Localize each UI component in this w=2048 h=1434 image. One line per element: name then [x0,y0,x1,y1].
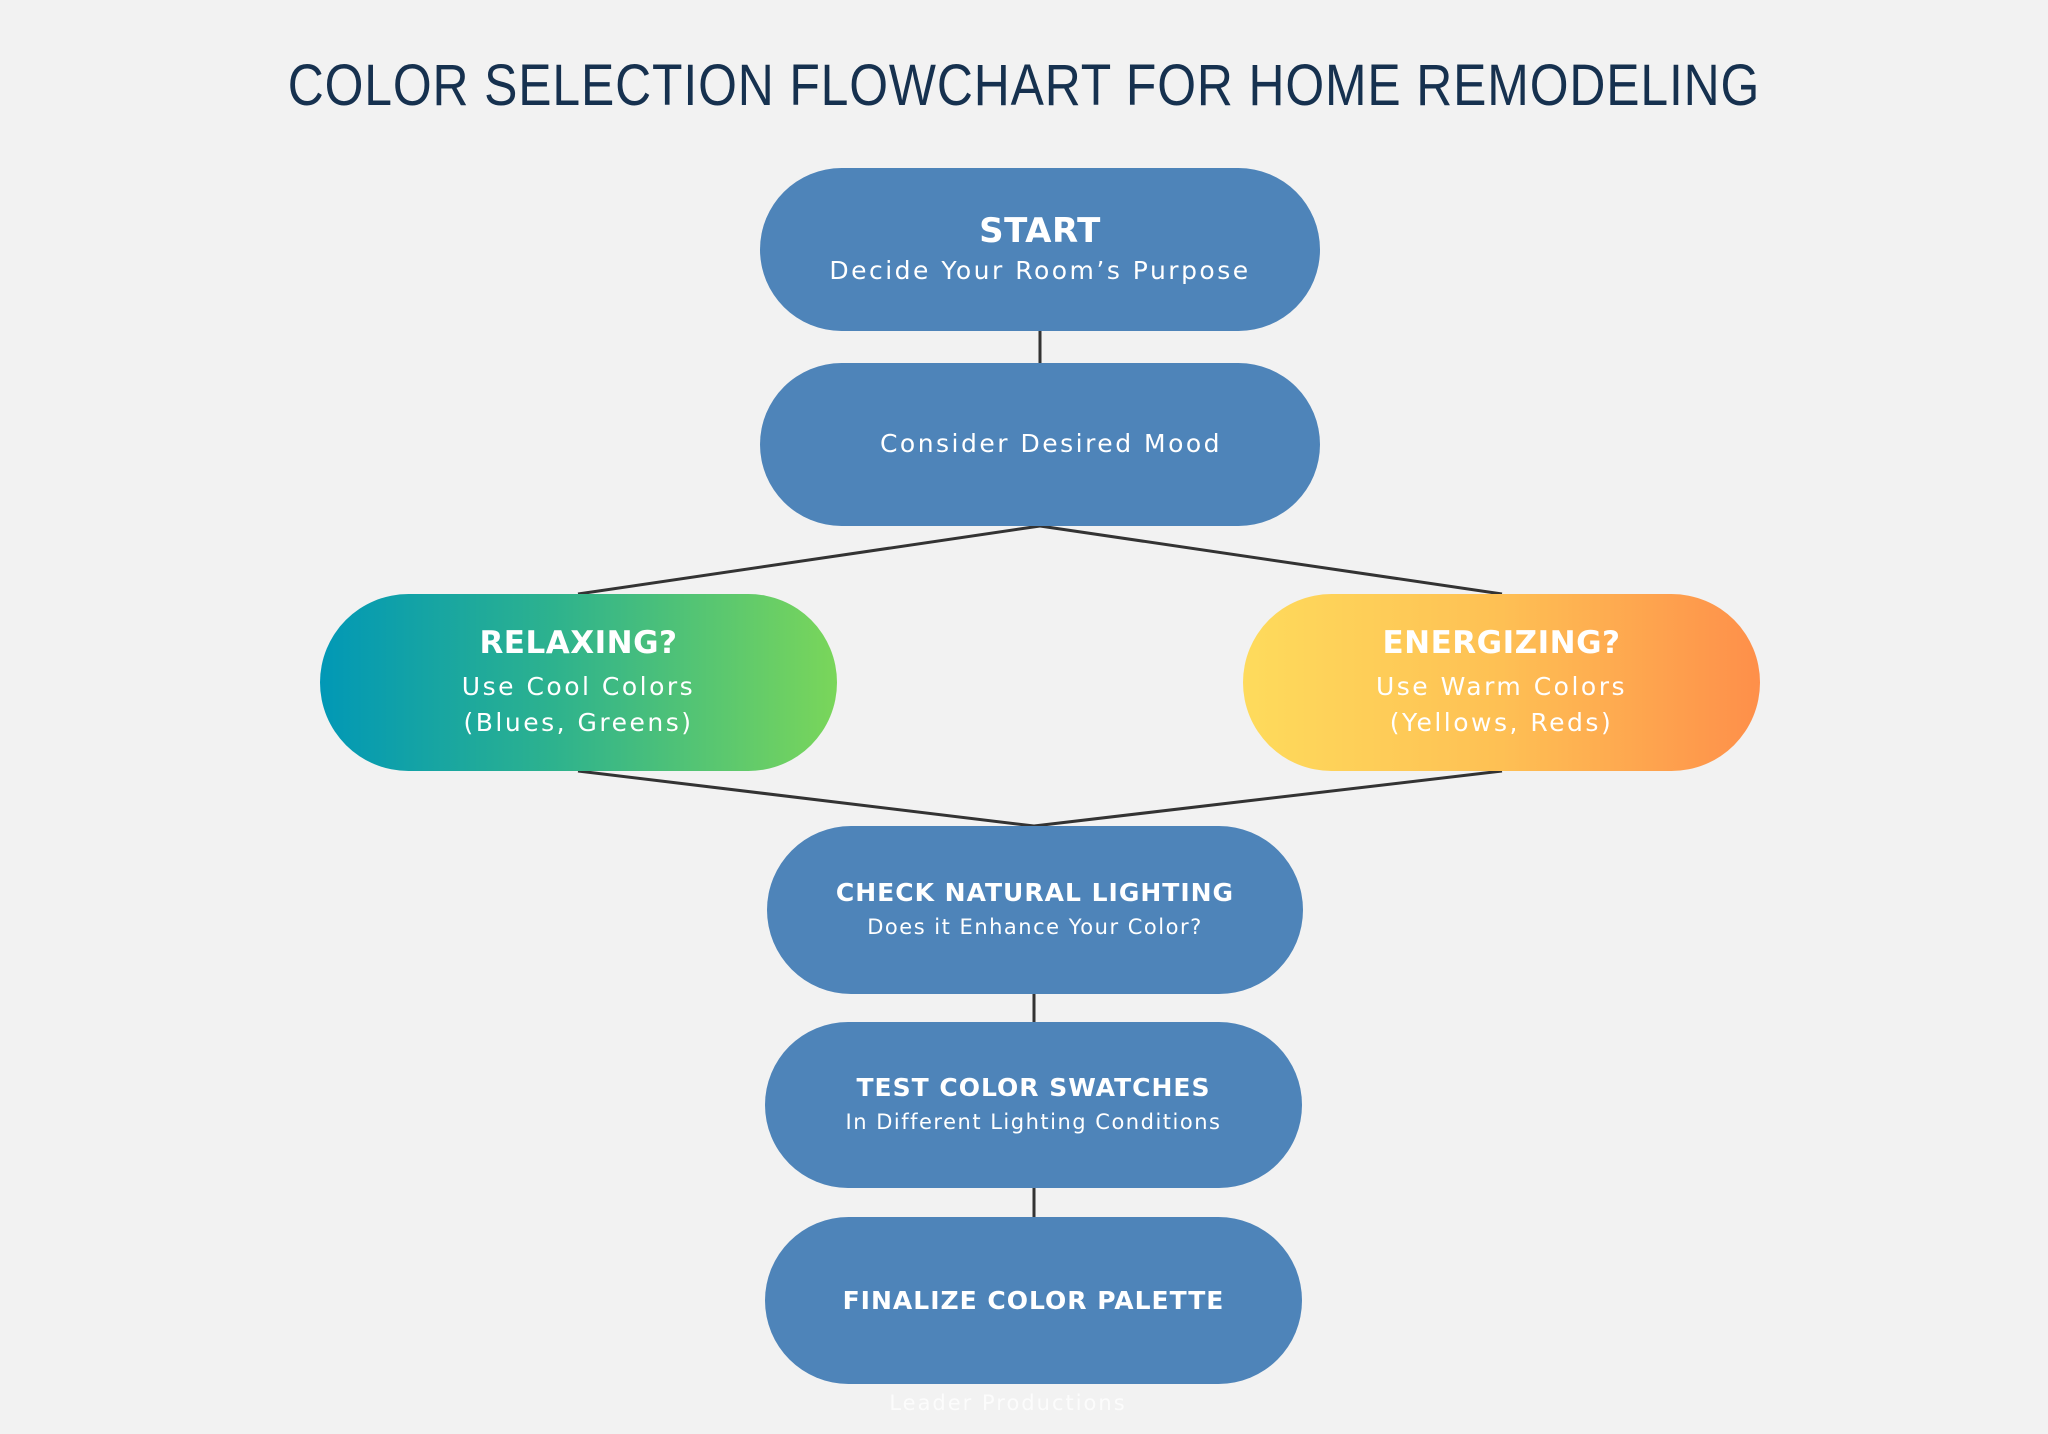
footer-watermark: Leader Productions [889,1391,1127,1415]
node-start-text: Decide Your Room’s Purpose [829,255,1251,285]
node-mood-text: Consider Desired Mood [879,429,1223,459]
node-relaxing-text-line1: Use Cool Colors [461,671,696,701]
node-energizing-heading: ENERGIZING? [1382,624,1621,661]
node-swatches-heading: TEST COLOR SWATCHES [856,1073,1211,1103]
node-check-lighting: CHECK NATURAL LIGHTING Does it Enhance Y… [767,826,1303,994]
node-consider-mood: Consider Desired Mood [760,363,1320,526]
edge-relaxing-lighting [577,769,1035,828]
node-swatches-text: In Different Lighting Conditions [845,1110,1222,1135]
diagram-title: COLOR SELECTION FLOWCHART FOR HOME REMOD… [287,53,1761,118]
node-finalize-palette: FINALIZE COLOR PALETTE [765,1217,1302,1384]
node-relaxing-text-line2: (Blues, Greens) [463,707,694,737]
edge-energizing-lighting [1033,769,1503,828]
node-test-swatches: TEST COLOR SWATCHES In Different Lightin… [765,1022,1302,1188]
node-lighting-text: Does it Enhance Your Color? [867,915,1203,940]
node-start: START Decide Your Room’s Purpose [760,168,1320,331]
node-energizing-text-line2: (Yellows, Reds) [1389,707,1614,737]
node-lighting-heading: CHECK NATURAL LIGHTING [835,878,1235,908]
node-finalize-heading: FINALIZE COLOR PALETTE [842,1285,1225,1315]
node-start-heading: START [979,211,1101,252]
edge-mood-relaxing [577,524,1041,596]
node-relaxing: RELAXING? Use Cool Colors (Blues, Greens… [320,594,837,771]
node-relaxing-heading: RELAXING? [479,624,678,661]
node-energizing: ENERGIZING? Use Warm Colors (Yellows, Re… [1243,594,1760,771]
edge-mood-energizing [1039,524,1503,596]
node-energizing-text-line1: Use Warm Colors [1375,671,1628,701]
